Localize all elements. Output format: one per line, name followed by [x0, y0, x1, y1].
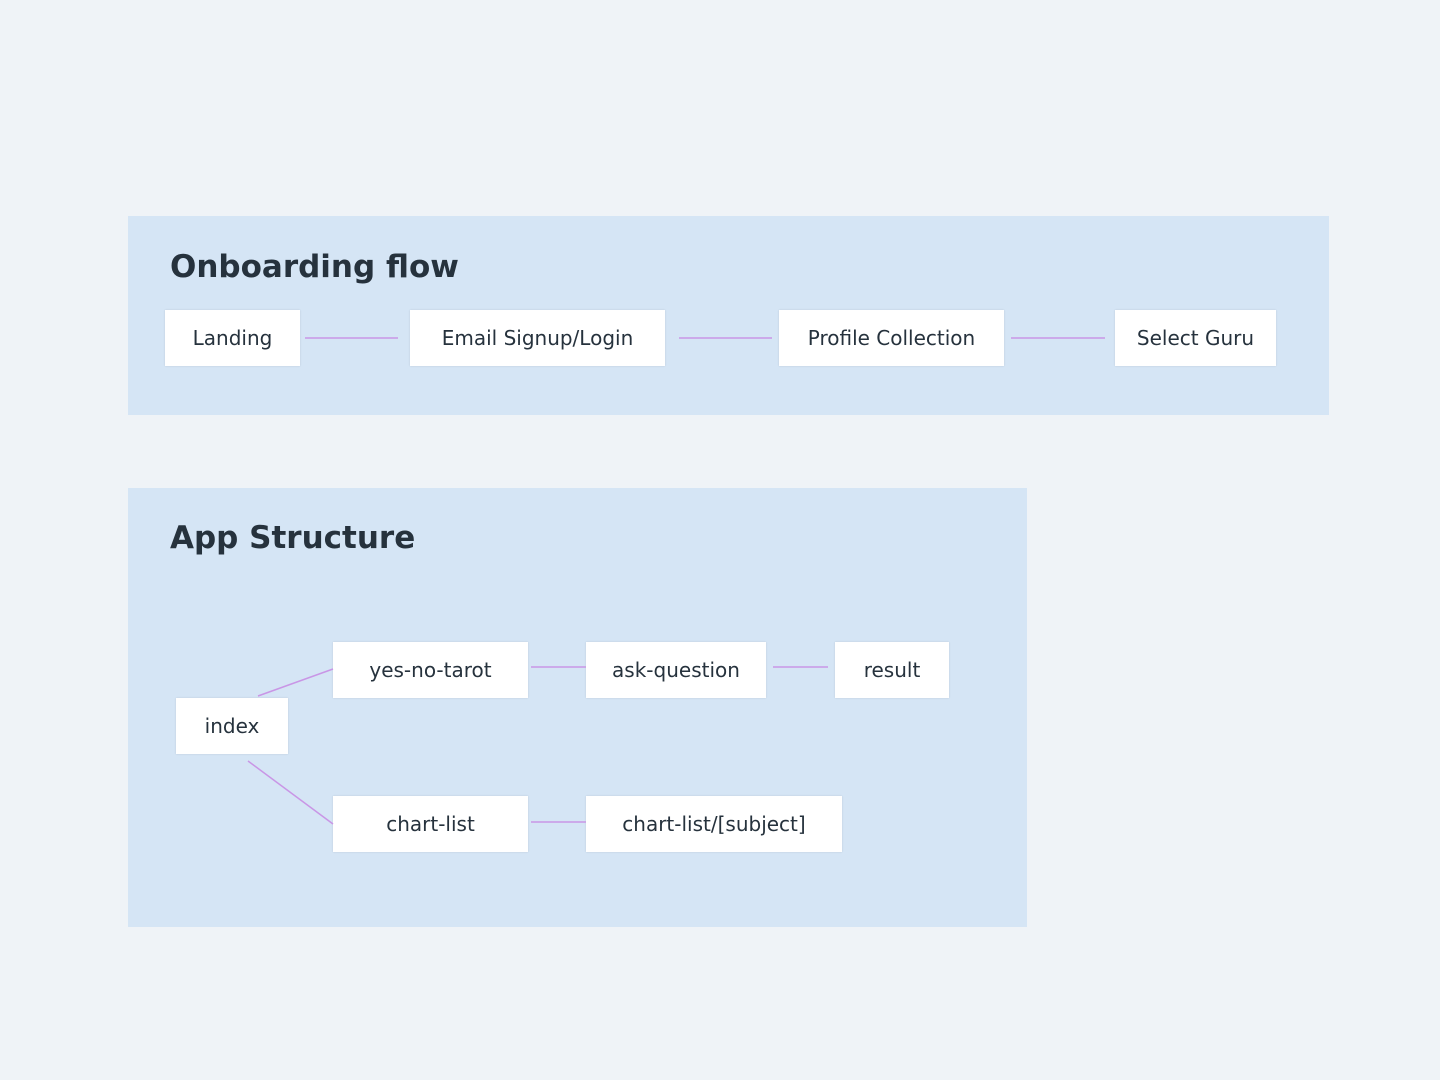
onboarding-step-select-guru: Select Guru: [1115, 310, 1276, 366]
onboarding-step-email-signup-login: Email Signup/Login: [410, 310, 665, 366]
node-ask-question: ask-question: [586, 642, 766, 698]
node-result: result: [835, 642, 949, 698]
app-structure-panel: App Structure index yes-no-tarot ask-que…: [128, 488, 1027, 927]
onboarding-step-landing: Landing: [165, 310, 300, 366]
node-chart-list-subject: chart-list/[subject]: [586, 796, 842, 852]
node-yes-no-tarot: yes-no-tarot: [333, 642, 528, 698]
onboarding-flow-title: Onboarding flow: [170, 249, 459, 285]
onboarding-flow-panel: Onboarding flow Landing Email Signup/Log…: [128, 216, 1329, 415]
onboarding-step-profile-collection: Profile Collection: [779, 310, 1004, 366]
node-chart-list: chart-list: [333, 796, 528, 852]
node-index: index: [176, 698, 288, 754]
app-structure-title: App Structure: [170, 520, 416, 556]
